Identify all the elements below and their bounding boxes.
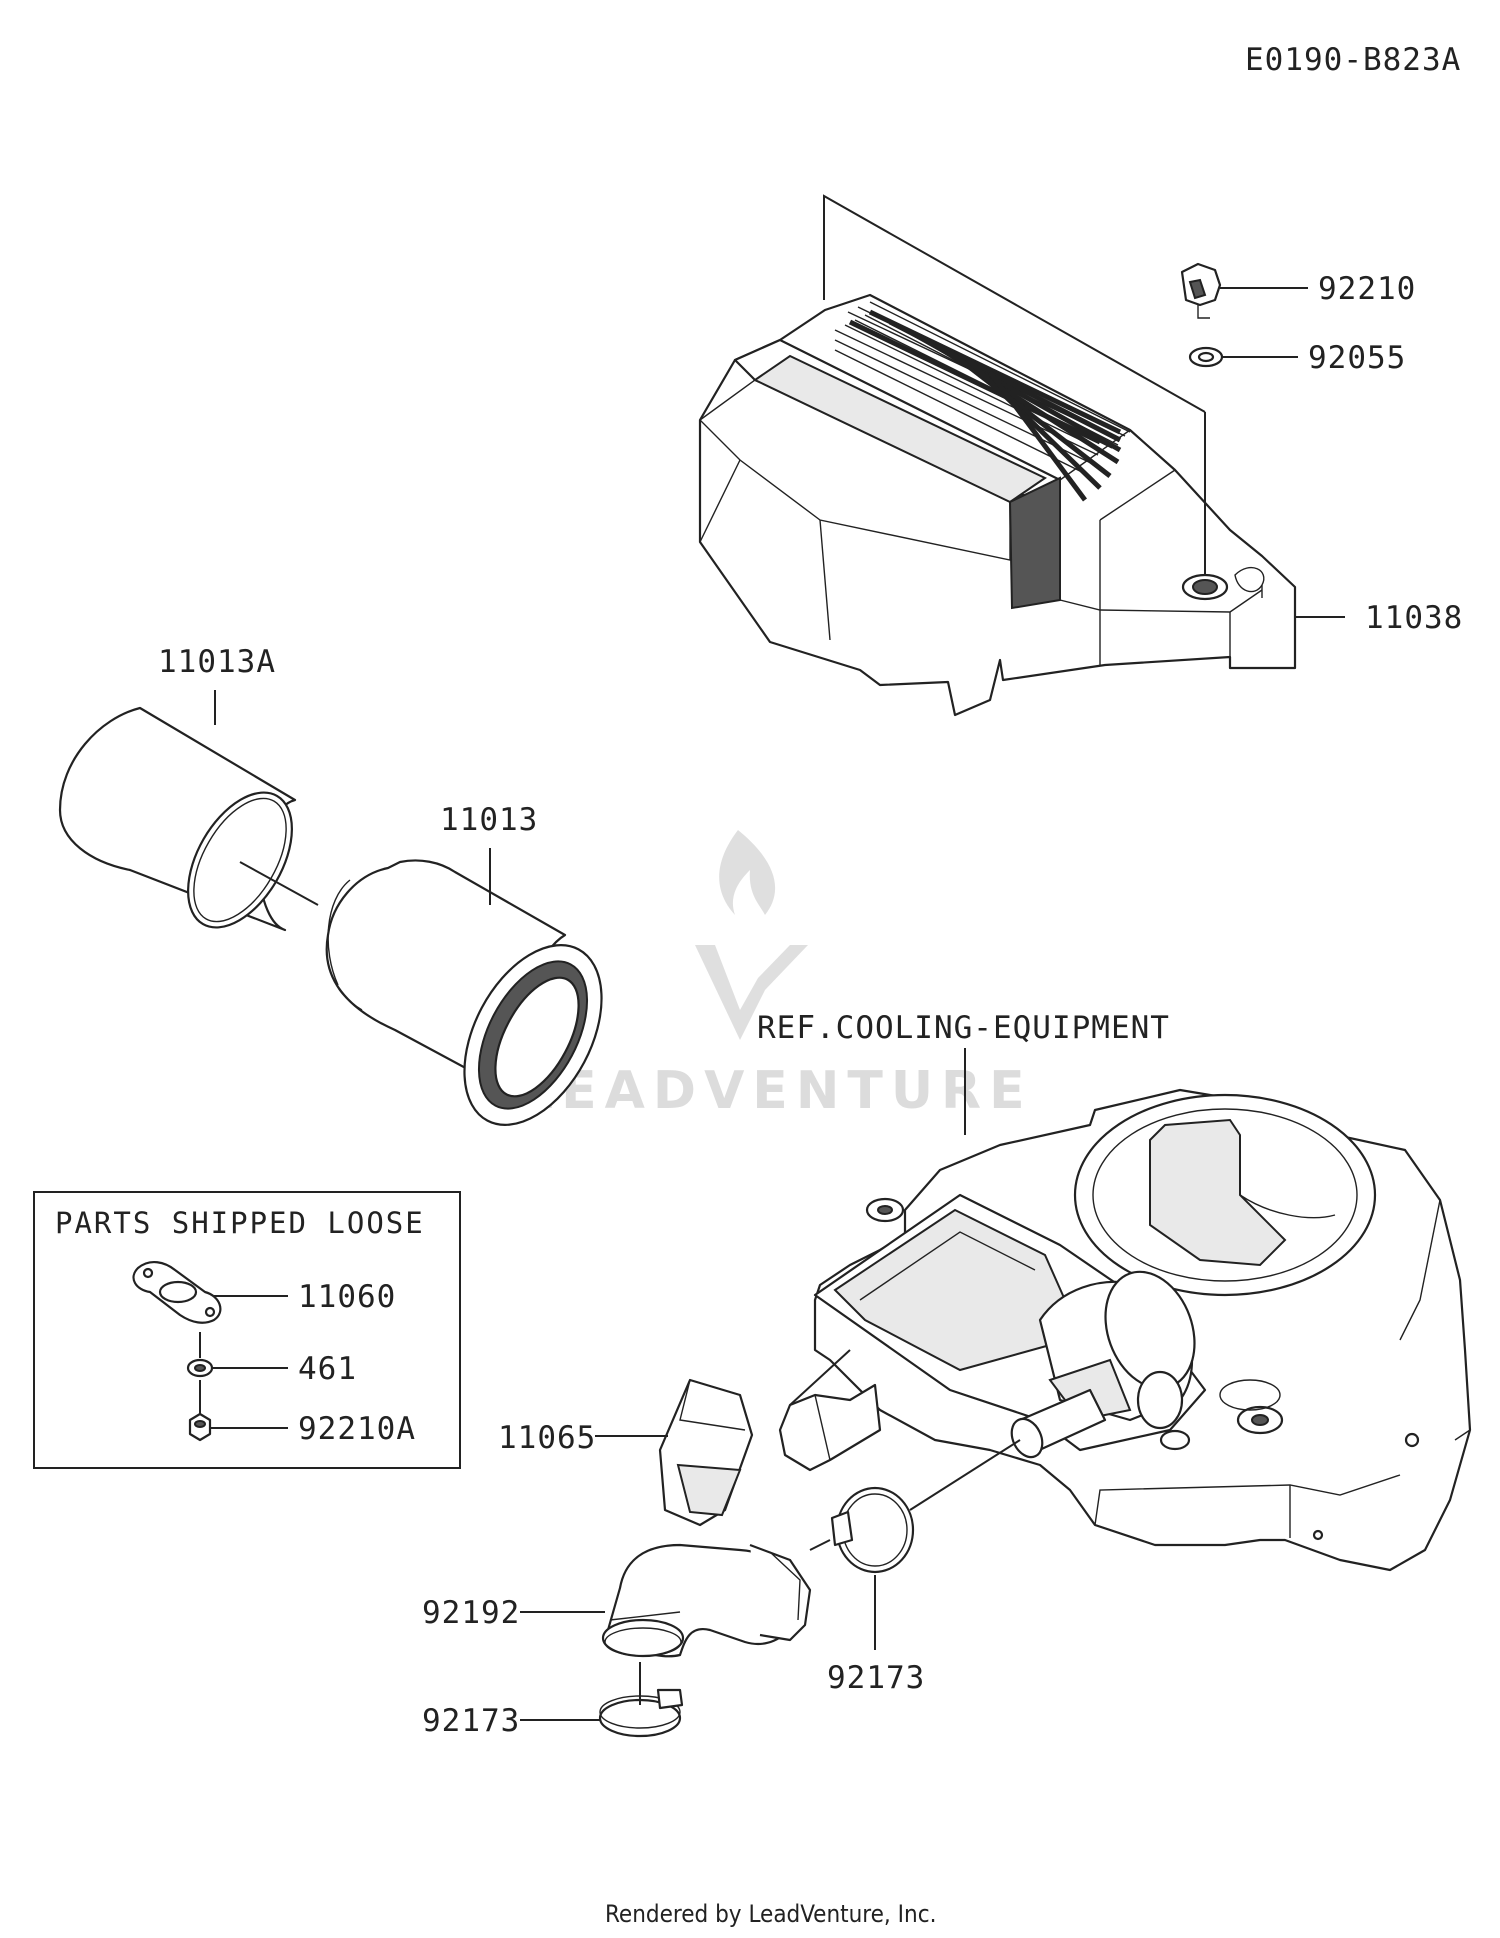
callout-11013: 11013 (440, 802, 538, 838)
air-filter-element-11013[interactable] (325, 848, 630, 1148)
callout-92192: 92192 (422, 1595, 520, 1631)
hose-clamp-92173-left[interactable] (520, 1662, 684, 1738)
callout-92173-left: 92173 (422, 1703, 520, 1739)
cooling-equipment-housing[interactable] (778, 1088, 1472, 1572)
callout-92210: 92210 (1318, 271, 1416, 307)
nut-92210A[interactable] (188, 1380, 288, 1442)
parts-shipped-loose-title: PARTS SHIPPED LOOSE (55, 1206, 425, 1240)
watermark-text: LEADVENTURE (520, 1061, 1033, 1121)
reference-cooling-equipment: REF.COOLING-EQUIPMENT (757, 1010, 1170, 1046)
hose-clamp-92173-right[interactable] (809, 1439, 1021, 1650)
parts-shipped-loose-box: PARTS SHIPPED LOOSE 11060 461 92210A (33, 1191, 461, 1469)
watermark: LEADVENTURE (520, 830, 1033, 1121)
callout-92173-right: 92173 (827, 1660, 925, 1696)
callout-461: 461 (298, 1351, 357, 1387)
air-cleaner-cover-11038[interactable] (698, 194, 1345, 717)
knob-92210[interactable] (1180, 262, 1308, 319)
gasket-11060[interactable] (132, 1261, 288, 1324)
washer-92055[interactable] (1188, 346, 1298, 368)
washer-461[interactable] (186, 1332, 288, 1378)
callout-92210A: 92210A (298, 1411, 416, 1447)
pre-filter-11013A[interactable] (58, 690, 319, 945)
diagram-id: E0190-B823A (1245, 42, 1461, 78)
footer-credit: Rendered by LeadVenture, Inc. (605, 1900, 936, 1928)
callout-11013A: 11013A (158, 644, 276, 680)
callout-92055: 92055 (1308, 340, 1406, 376)
callout-11065: 11065 (498, 1420, 596, 1456)
elbow-hose-92192[interactable] (520, 1543, 812, 1658)
callout-11060: 11060 (298, 1279, 396, 1315)
duct-11065[interactable] (595, 1378, 754, 1527)
callout-11038: 11038 (1365, 600, 1463, 636)
